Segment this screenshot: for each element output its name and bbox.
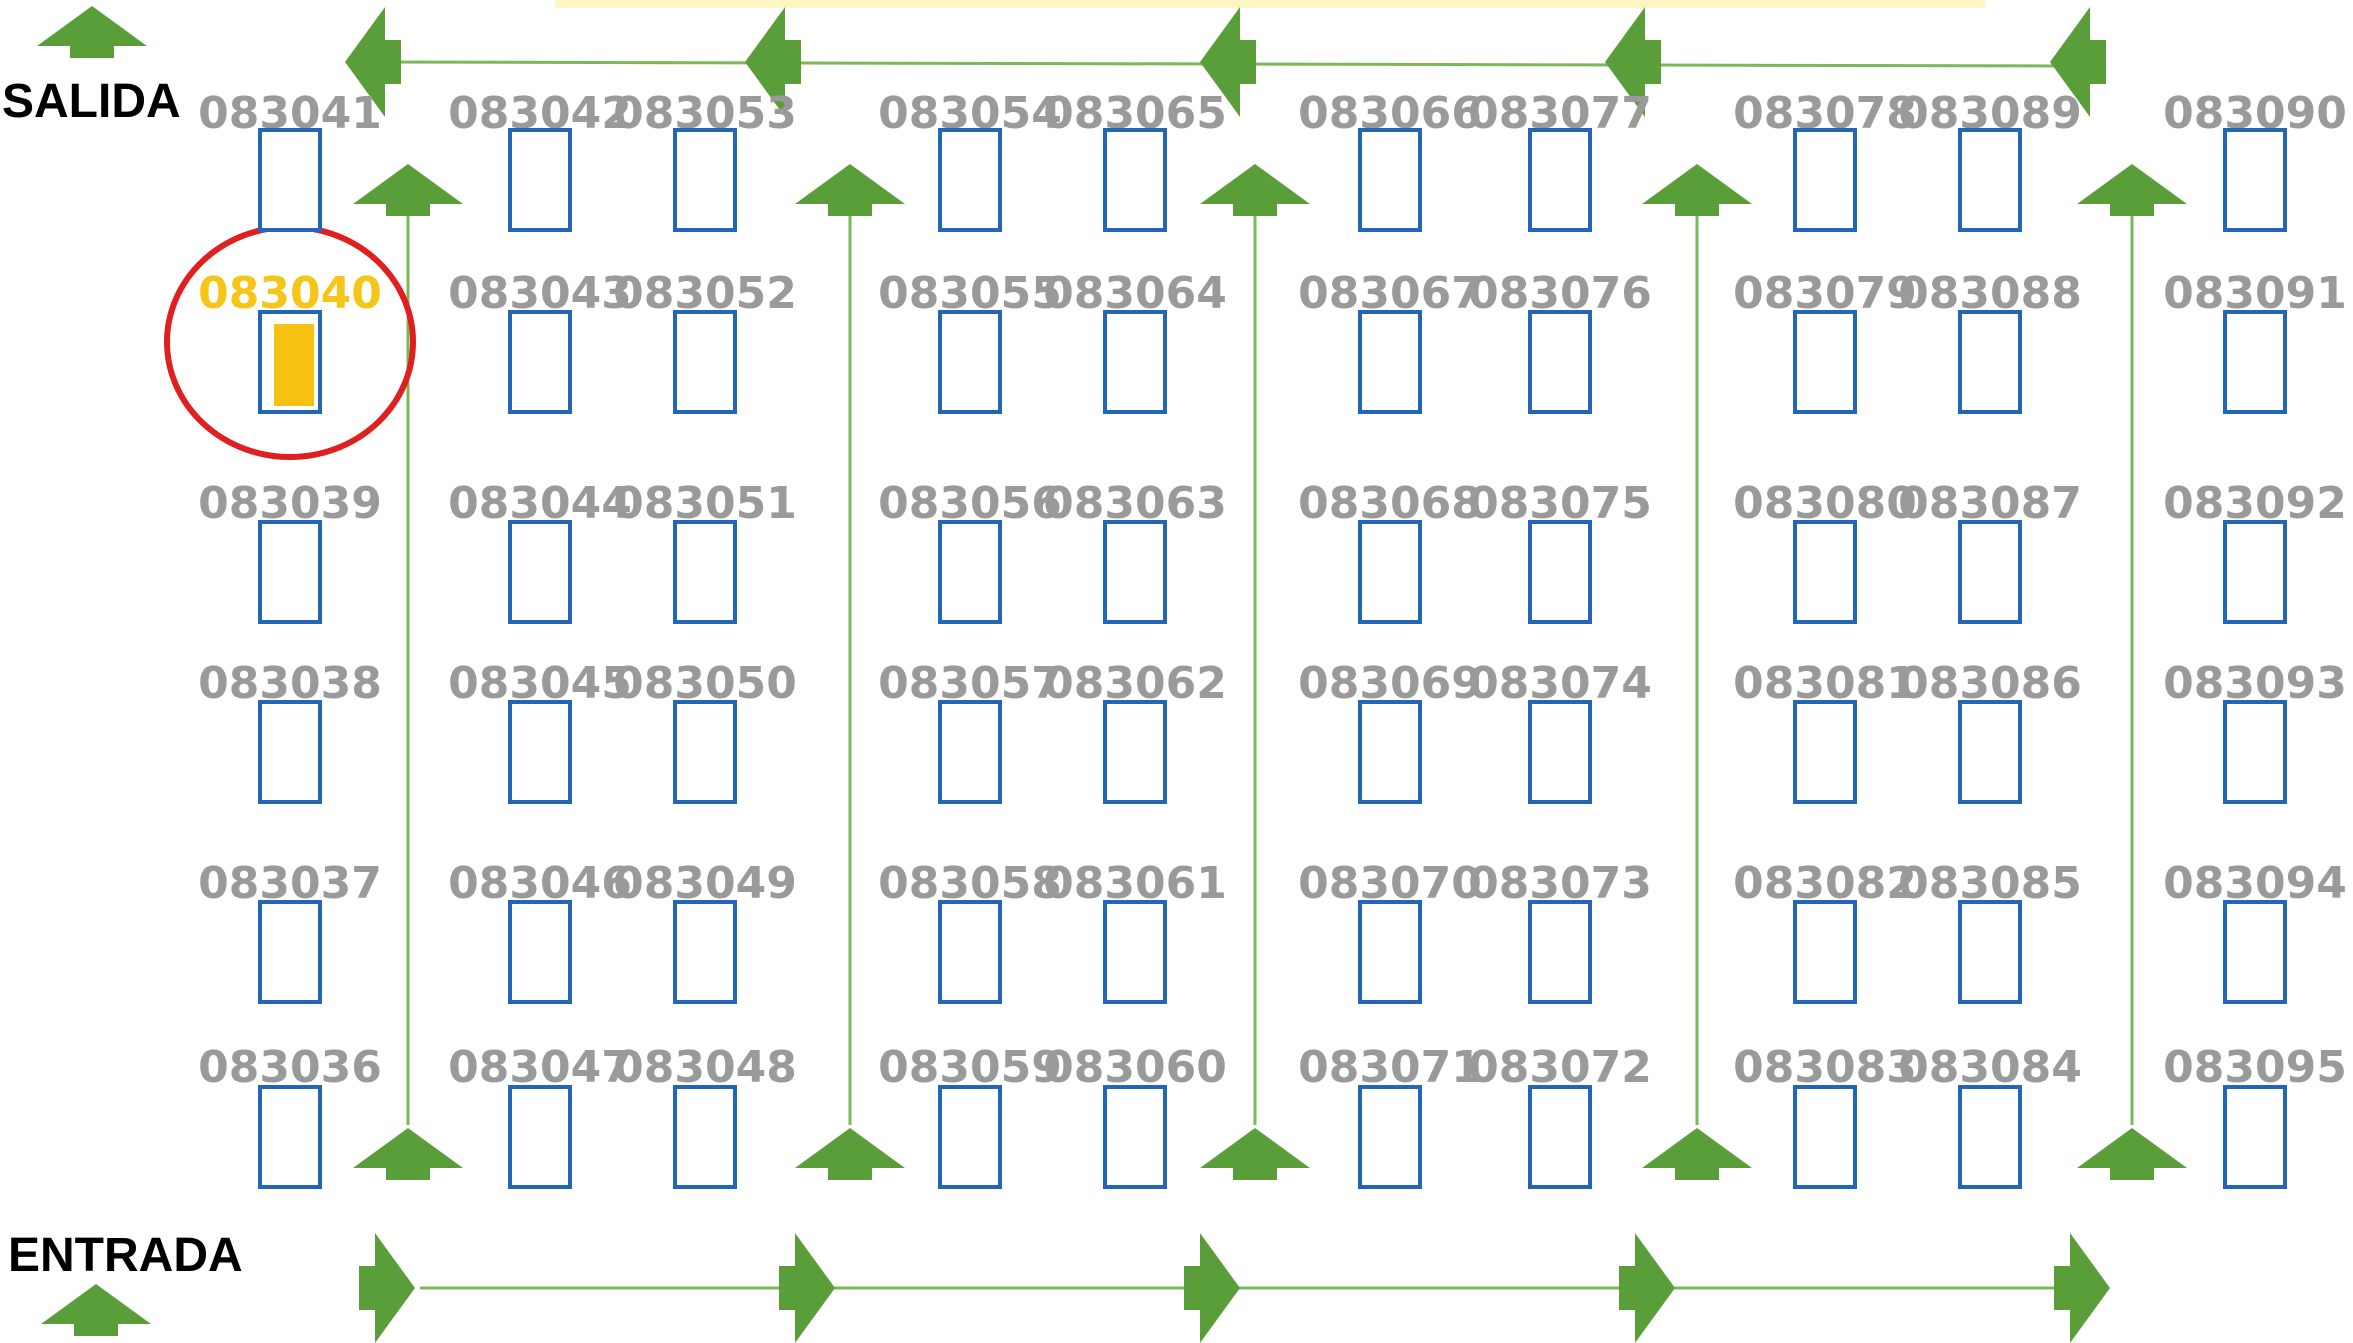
- occupied-marker: [274, 324, 314, 406]
- parking-slot[interactable]: [2223, 128, 2287, 232]
- parking-slot[interactable]: [1358, 310, 1422, 414]
- up-arrow-icon: [37, 6, 147, 58]
- parking-slot[interactable]: [938, 520, 1002, 624]
- right-arrow-icon: [2054, 1233, 2110, 1343]
- slot-code: 083083: [1733, 1042, 1917, 1093]
- parking-slot[interactable]: [1793, 900, 1857, 1004]
- parking-slot[interactable]: [258, 520, 322, 624]
- parking-slot[interactable]: [1358, 900, 1422, 1004]
- parking-slot[interactable]: [1958, 1085, 2022, 1189]
- parking-slot[interactable]: [1793, 128, 1857, 232]
- parking-slot[interactable]: [1103, 900, 1167, 1004]
- right-arrow-icon: [779, 1233, 835, 1343]
- parking-slot[interactable]: [508, 1085, 572, 1189]
- up-arrow-icon: [1642, 164, 1752, 216]
- parking-slot[interactable]: [1793, 1085, 1857, 1189]
- right-arrow-icon: [1184, 1233, 1240, 1343]
- parking-slot[interactable]: [1358, 700, 1422, 804]
- parking-slot[interactable]: [1958, 520, 2022, 624]
- parking-slot[interactable]: [2223, 310, 2287, 414]
- left-arrow-icon: [1605, 7, 1661, 117]
- parking-slot[interactable]: [508, 520, 572, 624]
- parking-slot[interactable]: [673, 520, 737, 624]
- right-arrow-icon: [1619, 1233, 1675, 1343]
- parking-slot[interactable]: [673, 1085, 737, 1189]
- top-banner: [555, 0, 1985, 8]
- parking-slot[interactable]: [938, 310, 1002, 414]
- parking-slot[interactable]: [508, 900, 572, 1004]
- parking-slot[interactable]: [1358, 1085, 1422, 1189]
- parking-slot[interactable]: [673, 900, 737, 1004]
- parking-slot[interactable]: [258, 900, 322, 1004]
- slot-code: 083084: [1898, 1042, 2082, 1093]
- up-arrow-icon: [1642, 1128, 1752, 1180]
- parking-slot[interactable]: [673, 128, 737, 232]
- right-arrow-icon: [359, 1233, 415, 1343]
- parking-slot[interactable]: [2223, 900, 2287, 1004]
- parking-slot[interactable]: [1103, 310, 1167, 414]
- slot-code: 083036: [198, 1042, 382, 1093]
- parking-slot[interactable]: [938, 128, 1002, 232]
- up-arrow-icon: [41, 1284, 151, 1336]
- up-arrow-icon: [795, 164, 905, 216]
- parking-slot[interactable]: [938, 700, 1002, 804]
- parking-slot[interactable]: [2223, 520, 2287, 624]
- parking-slot[interactable]: [1958, 128, 2022, 232]
- parking-slot[interactable]: [258, 1085, 322, 1189]
- parking-slot[interactable]: [673, 700, 737, 804]
- parking-slot[interactable]: [258, 128, 322, 232]
- parking-slot[interactable]: [938, 1085, 1002, 1189]
- parking-slot[interactable]: [1528, 520, 1592, 624]
- parking-slot[interactable]: [508, 700, 572, 804]
- slot-code: 083072: [1468, 1042, 1652, 1093]
- parking-slot[interactable]: [2223, 700, 2287, 804]
- entry-label: ENTRADA: [8, 1229, 243, 1282]
- parking-slot[interactable]: [1103, 700, 1167, 804]
- parking-slot[interactable]: [1793, 700, 1857, 804]
- up-arrow-icon: [353, 1128, 463, 1180]
- left-arrow-icon: [2050, 7, 2106, 117]
- parking-slot[interactable]: [1958, 900, 2022, 1004]
- up-arrow-icon: [795, 1128, 905, 1180]
- parking-slot[interactable]: [673, 310, 737, 414]
- parking-slot[interactable]: [258, 700, 322, 804]
- up-arrow-icon: [353, 164, 463, 216]
- parking-slot[interactable]: [1528, 310, 1592, 414]
- parking-slot[interactable]: [1528, 700, 1592, 804]
- parking-slot[interactable]: [1958, 700, 2022, 804]
- parking-slot[interactable]: [508, 310, 572, 414]
- parking-slot[interactable]: [1793, 520, 1857, 624]
- parking-slot[interactable]: [1528, 900, 1592, 1004]
- highlighted-parking-slot[interactable]: [258, 310, 322, 414]
- parking-slot[interactable]: [1528, 1085, 1592, 1189]
- slot-code: 083048: [613, 1042, 797, 1093]
- left-arrow-icon: [1200, 7, 1256, 117]
- parking-slot[interactable]: [1103, 1085, 1167, 1189]
- slot-code: 083059: [878, 1042, 1062, 1093]
- up-arrow-icon: [1200, 1128, 1310, 1180]
- left-arrow-icon: [345, 7, 401, 117]
- parking-slot[interactable]: [1793, 310, 1857, 414]
- parking-slot[interactable]: [1103, 128, 1167, 232]
- parking-slot[interactable]: [2223, 1085, 2287, 1189]
- up-arrow-icon: [2077, 164, 2187, 216]
- up-arrow-icon: [1200, 164, 1310, 216]
- parking-slot[interactable]: [1103, 520, 1167, 624]
- parking-slot[interactable]: [1528, 128, 1592, 232]
- slot-code: 083060: [1043, 1042, 1227, 1093]
- left-arrow-icon: [745, 7, 801, 117]
- parking-slot[interactable]: [508, 128, 572, 232]
- slot-code: 083047: [448, 1042, 632, 1093]
- up-arrow-icon: [2077, 1128, 2187, 1180]
- parking-slot[interactable]: [1358, 128, 1422, 232]
- parking-slot[interactable]: [1358, 520, 1422, 624]
- slot-code: 083095: [2163, 1042, 2347, 1093]
- parking-slot[interactable]: [938, 900, 1002, 1004]
- slot-code: 083071: [1298, 1042, 1482, 1093]
- exit-label: SALIDA: [2, 75, 181, 128]
- parking-slot[interactable]: [1958, 310, 2022, 414]
